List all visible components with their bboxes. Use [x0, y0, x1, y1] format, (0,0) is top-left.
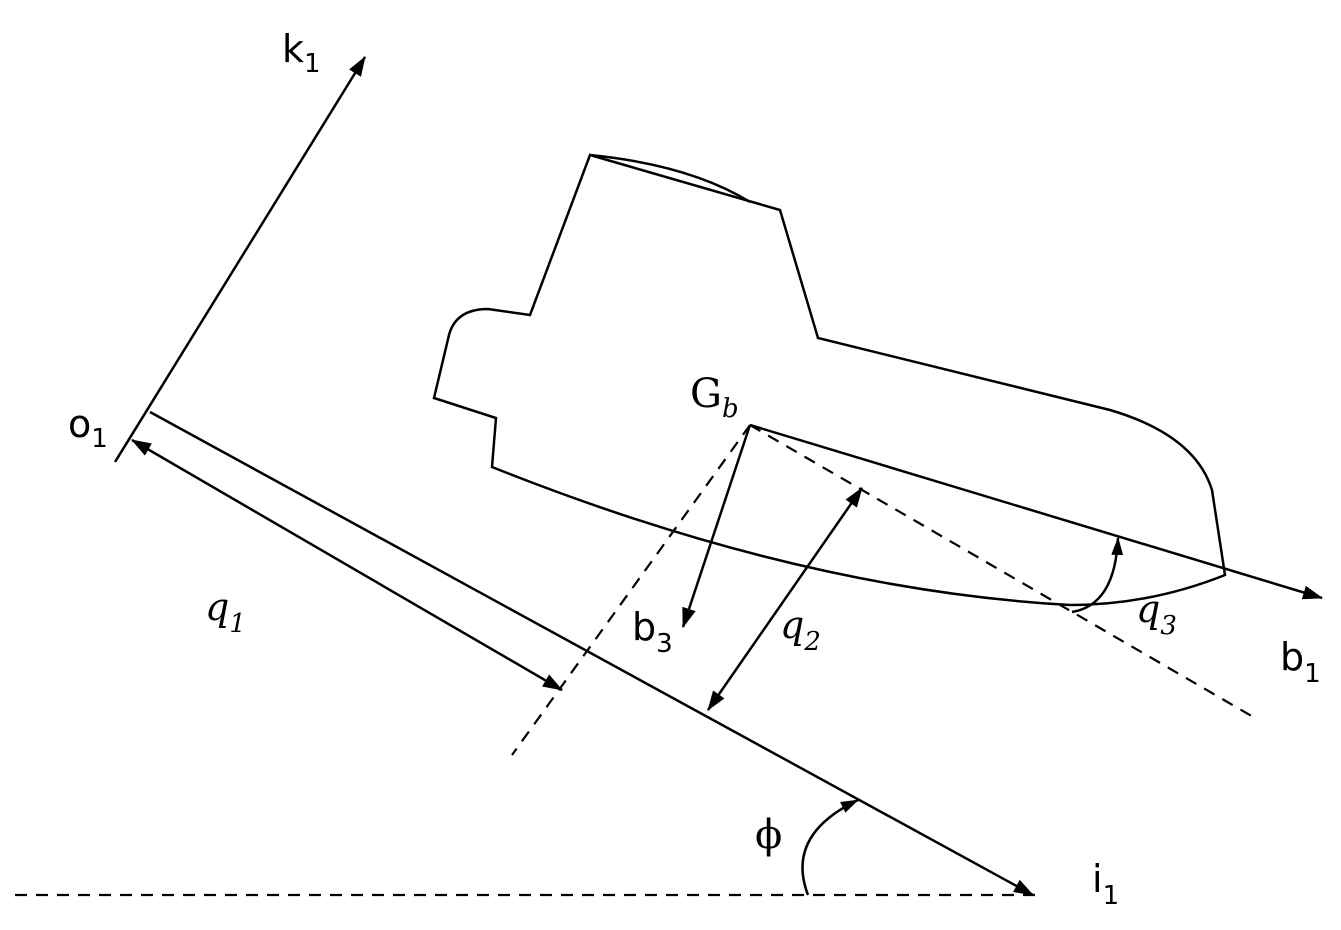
label-gb: Gb [690, 371, 739, 424]
label-q2: q2 [780, 603, 821, 657]
label-b3: b3 [632, 605, 673, 659]
slope-axis-i1 [149, 410, 1034, 897]
label-phi: ϕ [755, 812, 782, 858]
gb-parallel-dashed [749, 424, 1256, 719]
axis-b3 [681, 424, 752, 628]
axis-b1 [749, 423, 1323, 600]
q2-dimension-arrow [706, 487, 864, 711]
label-b1: b1 [1280, 635, 1321, 689]
gb-perpendicular-dashed [511, 424, 751, 756]
vehicle-roof-dome [589, 153, 751, 204]
label-q3: q3 [1136, 587, 1177, 641]
label-k1: k1 [282, 27, 321, 79]
label-o1: o1 [68, 402, 108, 454]
q3-angle-arc [1071, 537, 1124, 614]
q1-dimension-arrow [131, 438, 563, 692]
label-q1: q1 [205, 585, 246, 639]
vehicle-body-outline [432, 153, 1227, 607]
label-i1: i1 [1092, 857, 1119, 911]
axis-k1 [113, 56, 367, 463]
phi-angle-arc [801, 798, 859, 896]
